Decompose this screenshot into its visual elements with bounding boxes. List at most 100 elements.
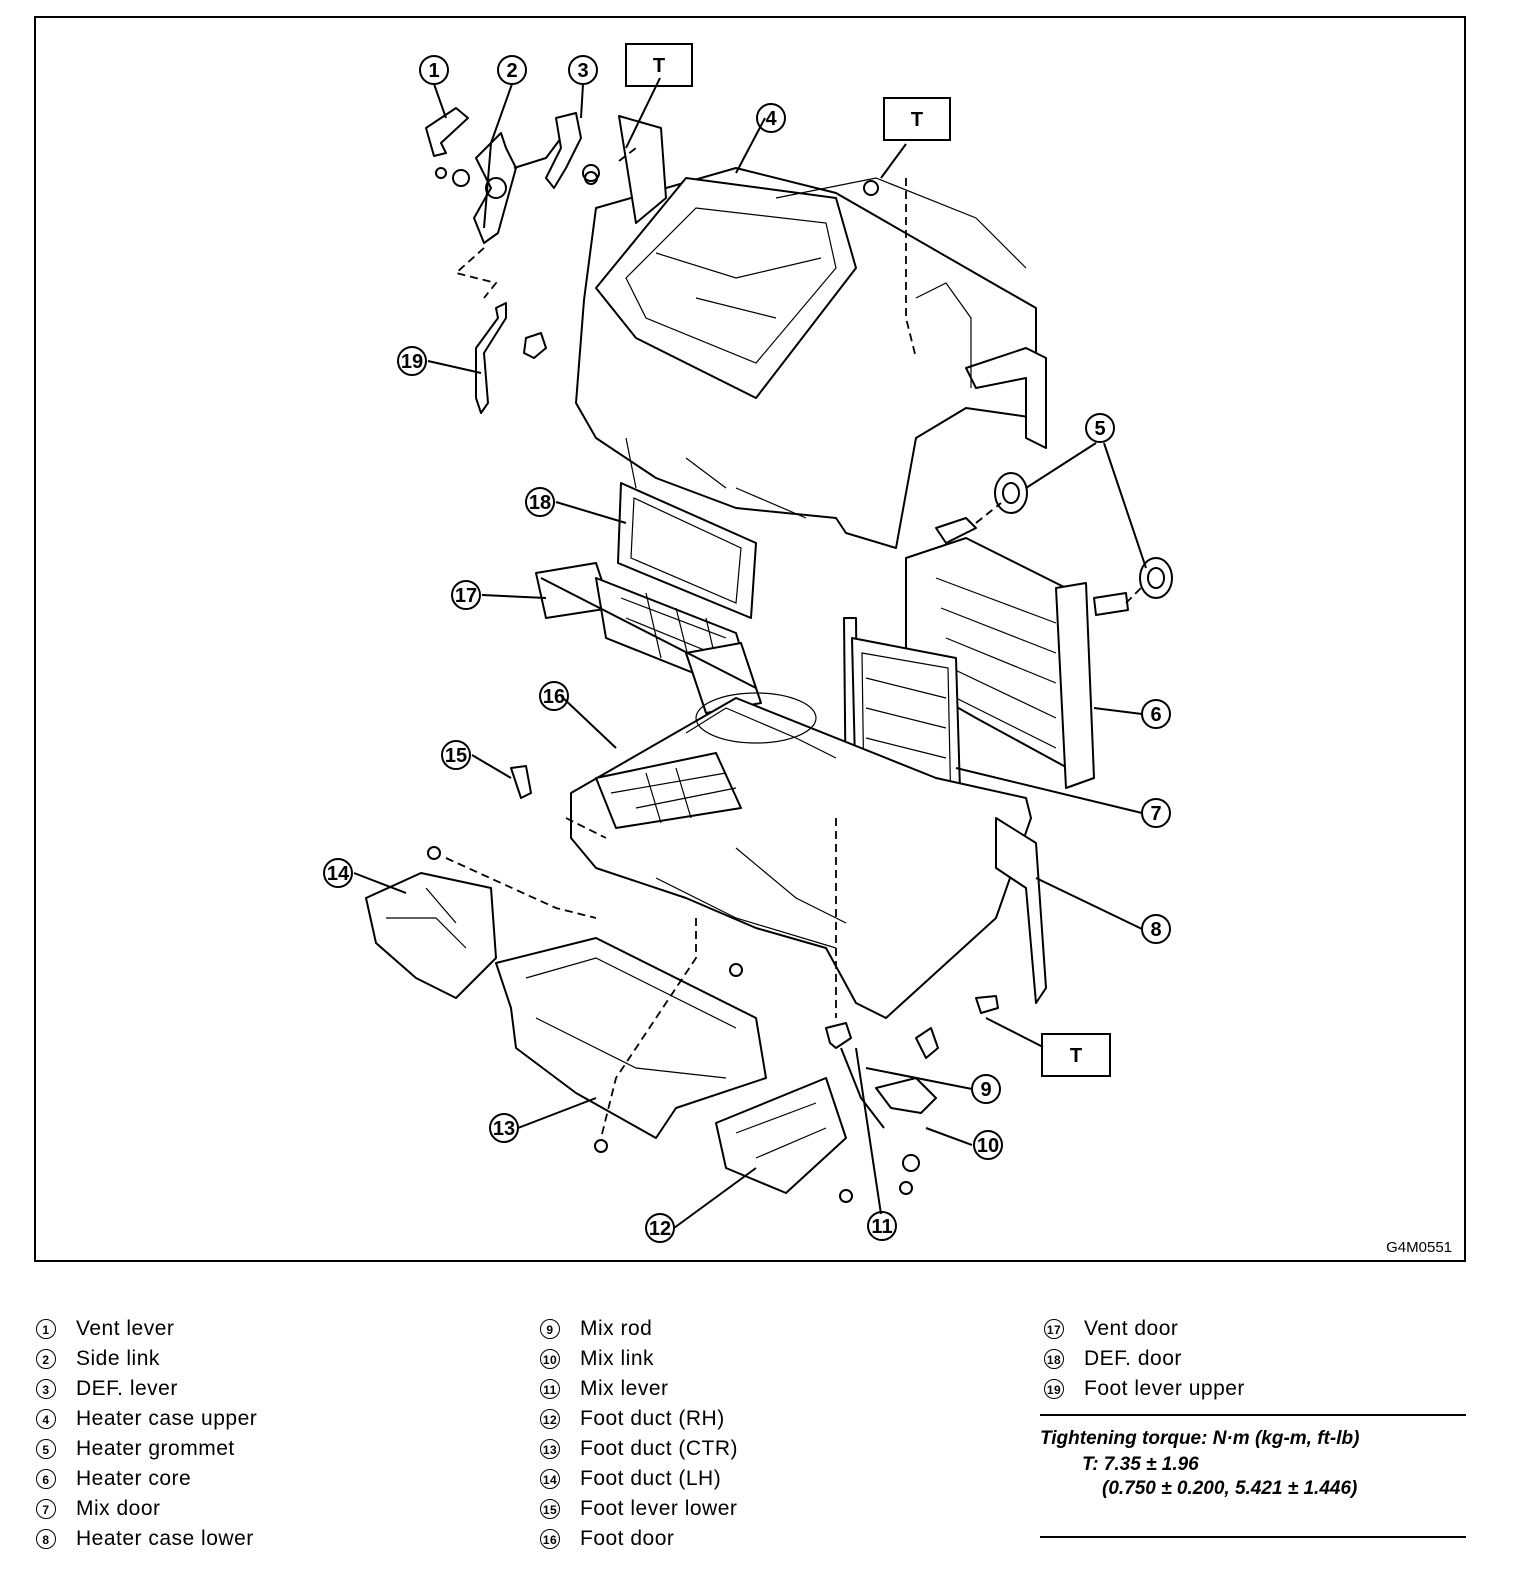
legend-label: Foot lever lower <box>580 1497 738 1520</box>
legend-number: 18 <box>1044 1349 1064 1369</box>
torque-spec-box: Tightening torque: N·m (kg-m, ft-lb) T: … <box>1040 1414 1466 1538</box>
torque-flag-top-right: T <box>883 97 951 141</box>
legend-number: 13 <box>540 1439 560 1459</box>
legend-number: 9 <box>540 1319 560 1339</box>
callout-6: 6 <box>1141 699 1171 729</box>
legend-label: Foot duct (LH) <box>580 1467 722 1490</box>
legend-label: Foot door <box>580 1527 675 1550</box>
legend-label: Vent lever <box>76 1317 175 1340</box>
svg-text:16: 16 <box>543 686 565 708</box>
legend-label: Mix lever <box>580 1377 669 1400</box>
svg-text:19: 19 <box>401 351 423 373</box>
heater-case-lower-drawing <box>570 692 1047 1019</box>
callout-8: 8 <box>1141 914 1171 944</box>
legend-label: Mix link <box>580 1347 655 1370</box>
fasteners-drawing <box>427 171 913 1203</box>
svg-text:T: T <box>911 109 923 131</box>
legend-item: 7 Mix door <box>36 1494 257 1524</box>
legend-label: Mix door <box>76 1497 161 1520</box>
legend-number: 5 <box>36 1439 56 1459</box>
legend-number: 6 <box>36 1469 56 1489</box>
svg-text:5: 5 <box>1094 418 1105 440</box>
legend-label: DEF. door <box>1084 1347 1182 1370</box>
legend-number: 10 <box>540 1349 560 1369</box>
callout-2: 2 <box>497 55 527 85</box>
legend-label: Foot lever upper <box>1084 1377 1245 1400</box>
legend-number: 17 <box>1044 1319 1064 1339</box>
torque-title: Tightening torque: N·m (kg-m, ft-lb) <box>1040 1428 1360 1449</box>
callout-14: 14 <box>323 858 353 888</box>
svg-text:11: 11 <box>871 1216 892 1238</box>
legend-label: Heater case lower <box>76 1527 254 1550</box>
legend-number: 1 <box>36 1319 56 1339</box>
legend-number: 19 <box>1044 1379 1064 1399</box>
callout-4: 4 <box>756 103 786 133</box>
legend-number: 2 <box>36 1349 56 1369</box>
legend-number: 14 <box>540 1469 560 1489</box>
legend-label: Mix rod <box>580 1317 653 1340</box>
svg-text:12: 12 <box>649 1218 671 1240</box>
callout-19: 19 <box>397 346 427 376</box>
doors-drawing <box>535 482 762 714</box>
mix-linkage-drawing <box>445 178 999 1172</box>
legend-item: 10 Mix link <box>540 1344 738 1374</box>
exploded-diagram: 1 2 3 4 5 6 7 8 9 10 11 12 13 14 15 16 1… <box>34 16 1466 1262</box>
legend-item: 5 Heater grommet <box>36 1434 257 1464</box>
torque-flag-bottom-right: T <box>1041 1033 1111 1077</box>
callout-3: 3 <box>568 55 598 85</box>
legend-number: 8 <box>36 1529 56 1549</box>
legend-item: 3 DEF. lever <box>36 1374 257 1404</box>
legend-item: 9 Mix rod <box>540 1314 738 1344</box>
legend-label: Foot duct (CTR) <box>580 1437 739 1460</box>
svg-text:3: 3 <box>577 60 588 82</box>
legend-number: 3 <box>36 1379 56 1399</box>
legend-item: 19 Foot lever upper <box>1044 1374 1245 1404</box>
svg-text:17: 17 <box>455 585 477 607</box>
svg-text:T: T <box>1070 1045 1082 1067</box>
legend-number: 11 <box>540 1379 560 1399</box>
torque-top-rule <box>1040 1414 1466 1416</box>
callout-11: 11 <box>867 1211 897 1241</box>
legend-item: 1 Vent lever <box>36 1314 257 1344</box>
callout-15: 15 <box>441 740 471 770</box>
legend-item: 15 Foot lever lower <box>540 1494 738 1524</box>
legend-number: 4 <box>36 1409 56 1429</box>
callout-18: 18 <box>525 487 555 517</box>
legend-item: 17 Vent door <box>1044 1314 1245 1344</box>
svg-text:9: 9 <box>980 1079 991 1101</box>
callout-13: 13 <box>489 1113 519 1143</box>
callout-5: 5 <box>1085 413 1115 443</box>
callout-9: 9 <box>971 1074 1001 1104</box>
callout-7: 7 <box>1141 798 1171 828</box>
legend-number: 15 <box>540 1499 560 1519</box>
torque-value: T: 7.35 ± 1.96 <box>1082 1454 1199 1475</box>
legend-item: 13 Foot duct (CTR) <box>540 1434 738 1464</box>
callout-17: 17 <box>451 580 481 610</box>
foot-ducts-drawing <box>365 872 847 1194</box>
svg-text:6: 6 <box>1150 704 1161 726</box>
legend-label: Vent door <box>1084 1317 1179 1340</box>
callouts: 1 2 3 4 5 6 7 8 9 10 11 12 13 14 15 16 1… <box>323 55 1171 1243</box>
svg-text:4: 4 <box>765 108 777 130</box>
legend-label: Heater core <box>76 1467 192 1490</box>
legend-column-3: 17 Vent door 18 DEF. door 19 Foot lever upp… <box>1044 1314 1245 1404</box>
legend-label: Foot duct (RH) <box>580 1407 725 1430</box>
svg-text:7: 7 <box>1150 803 1161 825</box>
legend-label: DEF. lever <box>76 1377 178 1400</box>
torque-bottom-rule <box>1040 1536 1466 1538</box>
svg-text:T: T <box>653 55 665 77</box>
legend-item: 11 Mix lever <box>540 1374 738 1404</box>
legend-number: 7 <box>36 1499 56 1519</box>
callout-12: 12 <box>645 1213 675 1243</box>
legend-label: Heater grommet <box>76 1437 235 1460</box>
svg-text:2: 2 <box>506 60 517 82</box>
legend-number: 12 <box>540 1409 560 1429</box>
svg-text:8: 8 <box>1150 919 1161 941</box>
figure-code: G4M0551 <box>1386 1239 1452 1256</box>
heater-case-upper-drawing <box>575 115 1047 549</box>
